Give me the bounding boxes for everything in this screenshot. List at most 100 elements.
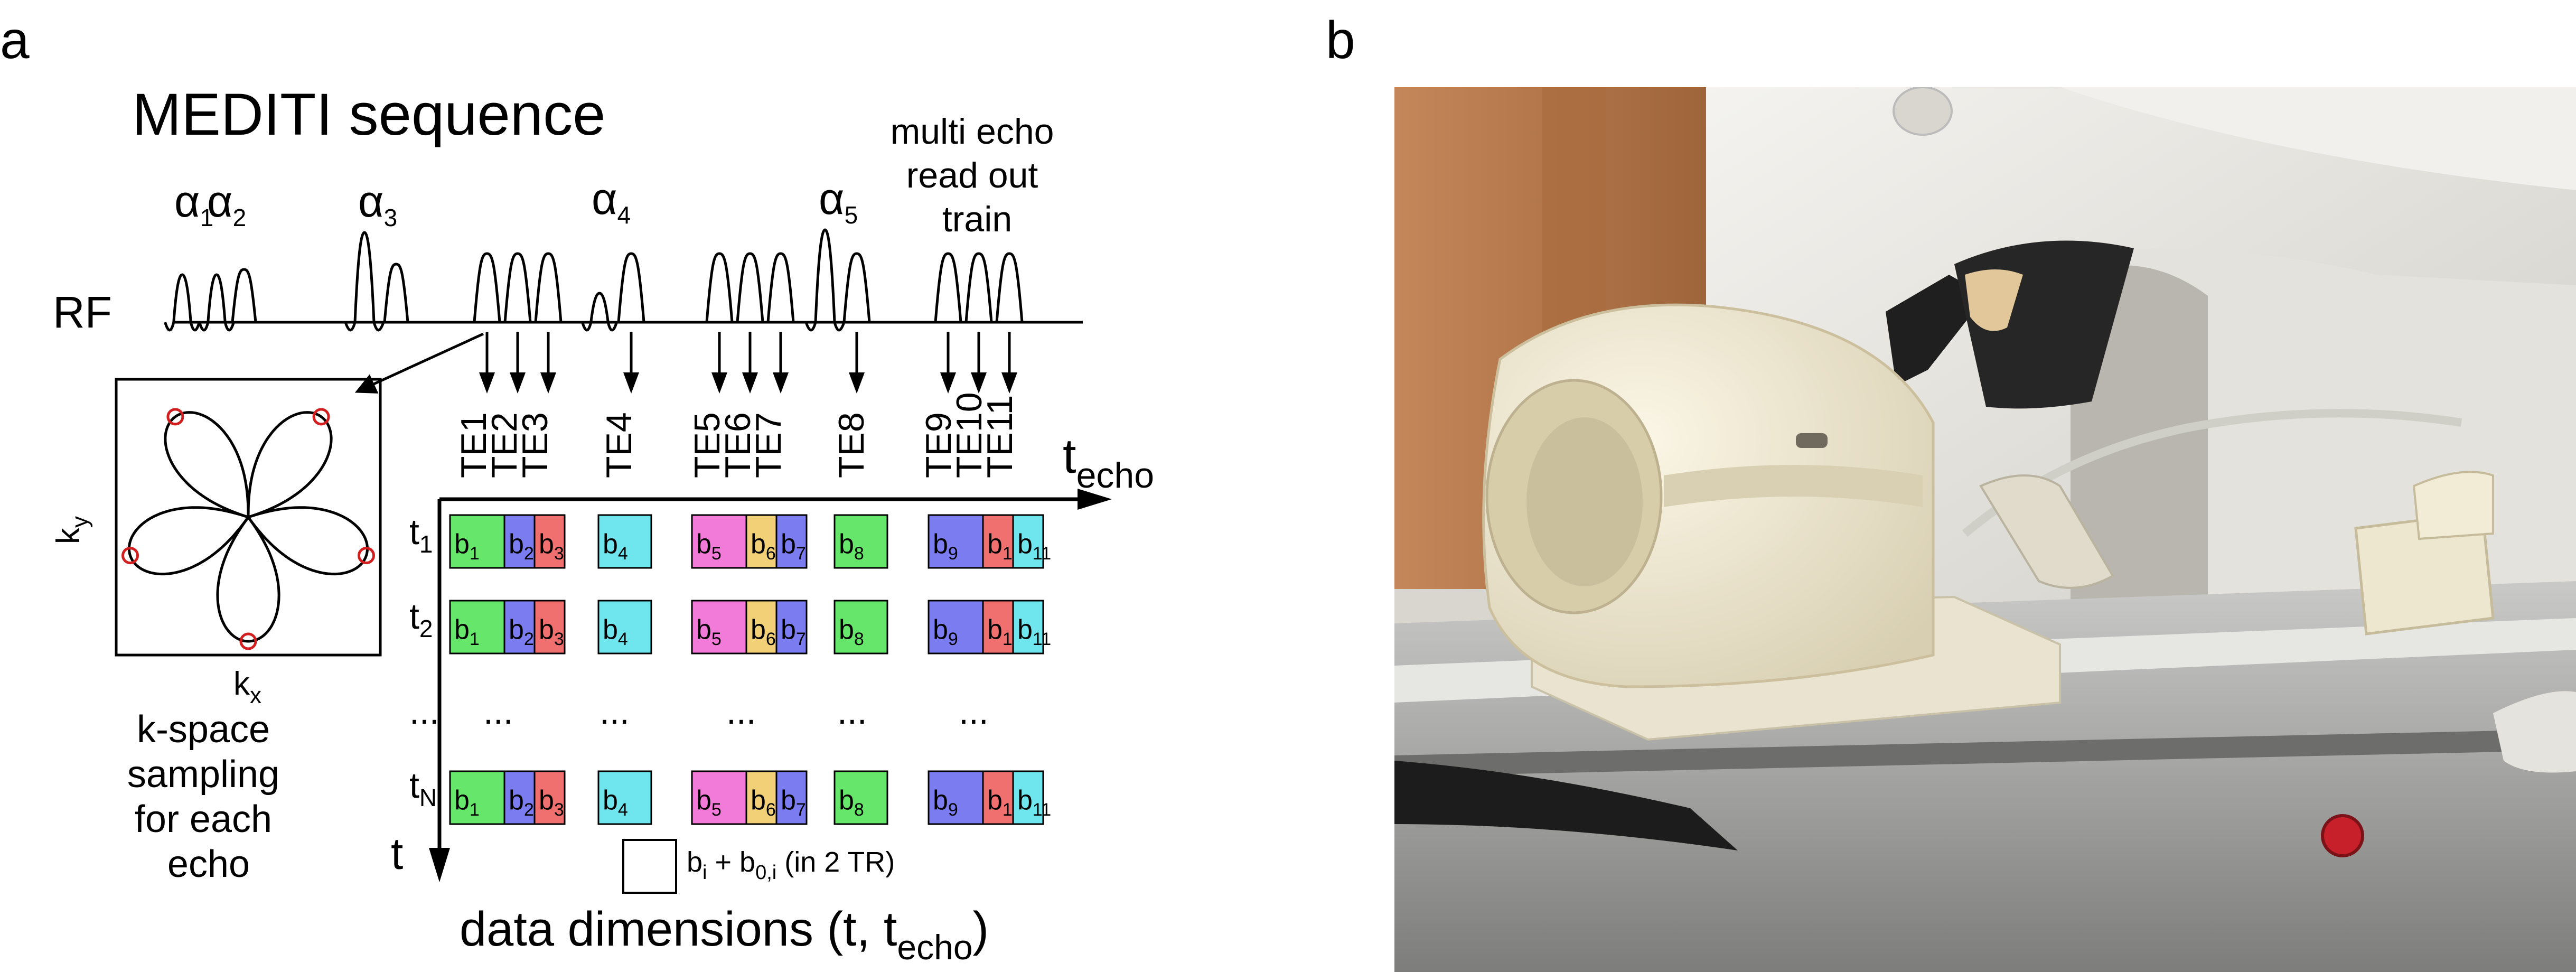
data-cell-label: b3 (539, 529, 564, 564)
data-cell-label: b1 (987, 785, 1013, 820)
panel-b: b (1326, 11, 2576, 972)
rf-pulse (503, 252, 532, 323)
rf-pulse (705, 252, 734, 323)
sampling-marker (312, 408, 330, 426)
panel-a-letter: a (0, 11, 30, 70)
echo-arrowhead (849, 372, 865, 394)
data-cell-label: b1 (987, 529, 1013, 564)
te-label: TE2 (484, 412, 524, 478)
data-cell-label: b9 (933, 529, 958, 564)
data-cell (1012, 514, 1044, 569)
panel-b-letter: b (1326, 11, 1355, 70)
ellipsis: ... (599, 691, 630, 732)
row-label-tN: tN (409, 765, 437, 811)
data-cell (745, 770, 778, 825)
rf-pulse (934, 252, 962, 323)
data-cell-label: b4 (603, 529, 628, 564)
ellipsis: ... (726, 691, 756, 732)
echo-arrowhead (711, 372, 727, 394)
ellipsis: ... (959, 691, 989, 732)
alpha-2-label: α2 (207, 176, 246, 231)
rf-pulse (964, 252, 993, 323)
data-cell-label: b4 (603, 785, 628, 820)
data-cell (775, 514, 808, 569)
data-cell (833, 514, 888, 569)
te-label: TE10 (949, 392, 989, 478)
t-echo-axis-arrowhead (1078, 489, 1112, 510)
rf-pulse-train (164, 228, 1024, 332)
data-dimensions-label: data dimensions (t, techo) (460, 902, 989, 967)
legend-swatch (622, 839, 677, 894)
rosette-trajectory (121, 408, 375, 650)
echo-arrowhead (1001, 372, 1017, 394)
t-echo-axis-label: techo (1063, 429, 1154, 496)
echo-arrowhead (479, 372, 495, 394)
data-cell-label: b3 (539, 785, 564, 820)
red-button (2321, 814, 2364, 857)
data-cell (775, 600, 808, 655)
data-cell-label: b1 (454, 614, 480, 649)
data-cell (597, 600, 652, 655)
data-cell (597, 770, 652, 825)
te-label: TE5 (687, 412, 727, 478)
rf-pulse (473, 252, 501, 323)
te-label: TE1 (454, 412, 494, 478)
data-cell-label: b6 (751, 614, 776, 649)
data-cell-label: b4 (603, 614, 628, 649)
data-cell (691, 600, 747, 655)
ky-label: ky (50, 516, 93, 544)
data-cell-label: b7 (781, 614, 806, 649)
echo-arrowhead (773, 372, 789, 394)
black-strap (1394, 761, 1738, 850)
data-cell-label: b8 (839, 529, 864, 564)
data-cell-label: b11 (1017, 785, 1051, 820)
echo-arrowhead (742, 372, 758, 394)
te-label: TE3 (515, 412, 555, 478)
rf-pulse (804, 228, 846, 332)
data-cell (982, 514, 1014, 569)
data-cell (691, 514, 747, 569)
alpha-3-label: α3 (358, 176, 397, 231)
t-axis-arrowhead (429, 848, 450, 882)
alpha-5-label: α5 (819, 174, 858, 229)
rf-pulse (842, 252, 871, 323)
data-cell-label: b5 (696, 785, 722, 820)
data-cell-label: b7 (781, 529, 806, 564)
echo-arrowhead (940, 372, 956, 394)
data-cell-label: b8 (839, 785, 864, 820)
data-cell-label: b9 (933, 785, 958, 820)
rf-pulse (198, 273, 235, 332)
data-cell (1012, 770, 1044, 825)
data-cell (449, 600, 505, 655)
rf-pulse (766, 252, 795, 323)
te-label-group: TE1 TE2 TE3 TE4 TE5 TE6 TE7 TE8 TE9 TE10… (454, 392, 1020, 478)
sampling-marker (239, 632, 257, 650)
sequence-title: MEDITI sequence (132, 81, 605, 147)
rf-pulse (164, 273, 201, 332)
echo-arrowhead (510, 372, 526, 394)
mri-coil-photo (1394, 87, 2576, 972)
data-cell (597, 514, 652, 569)
data-cell (449, 514, 505, 569)
ellipsis: ... (837, 691, 867, 732)
data-cell-label: b6 (751, 529, 776, 564)
data-cell (928, 514, 984, 569)
sampling-marker (121, 547, 139, 565)
data-cell (503, 770, 536, 825)
panel-a: a MEDITI sequence RF α1 α2 α3 α4 α5 mult… (0, 11, 1154, 967)
alpha-1-label: α1 (174, 176, 213, 231)
data-cell (833, 600, 888, 655)
rf-pulse (581, 292, 618, 332)
te-label: TE11 (980, 395, 1020, 478)
kx-label: kx (233, 666, 261, 708)
data-cell-label: b11 (1017, 614, 1051, 649)
ellipsis: ... (409, 691, 439, 732)
data-cell-label: b1 (454, 785, 480, 820)
echo-arrowhead (540, 372, 556, 394)
te-label: TE4 (599, 412, 639, 478)
legend-text: bi + b0,i (in 2 TR) (687, 846, 895, 884)
data-cell (775, 770, 808, 825)
rf-pulse (344, 231, 385, 332)
echo-arrowhead (623, 372, 639, 394)
